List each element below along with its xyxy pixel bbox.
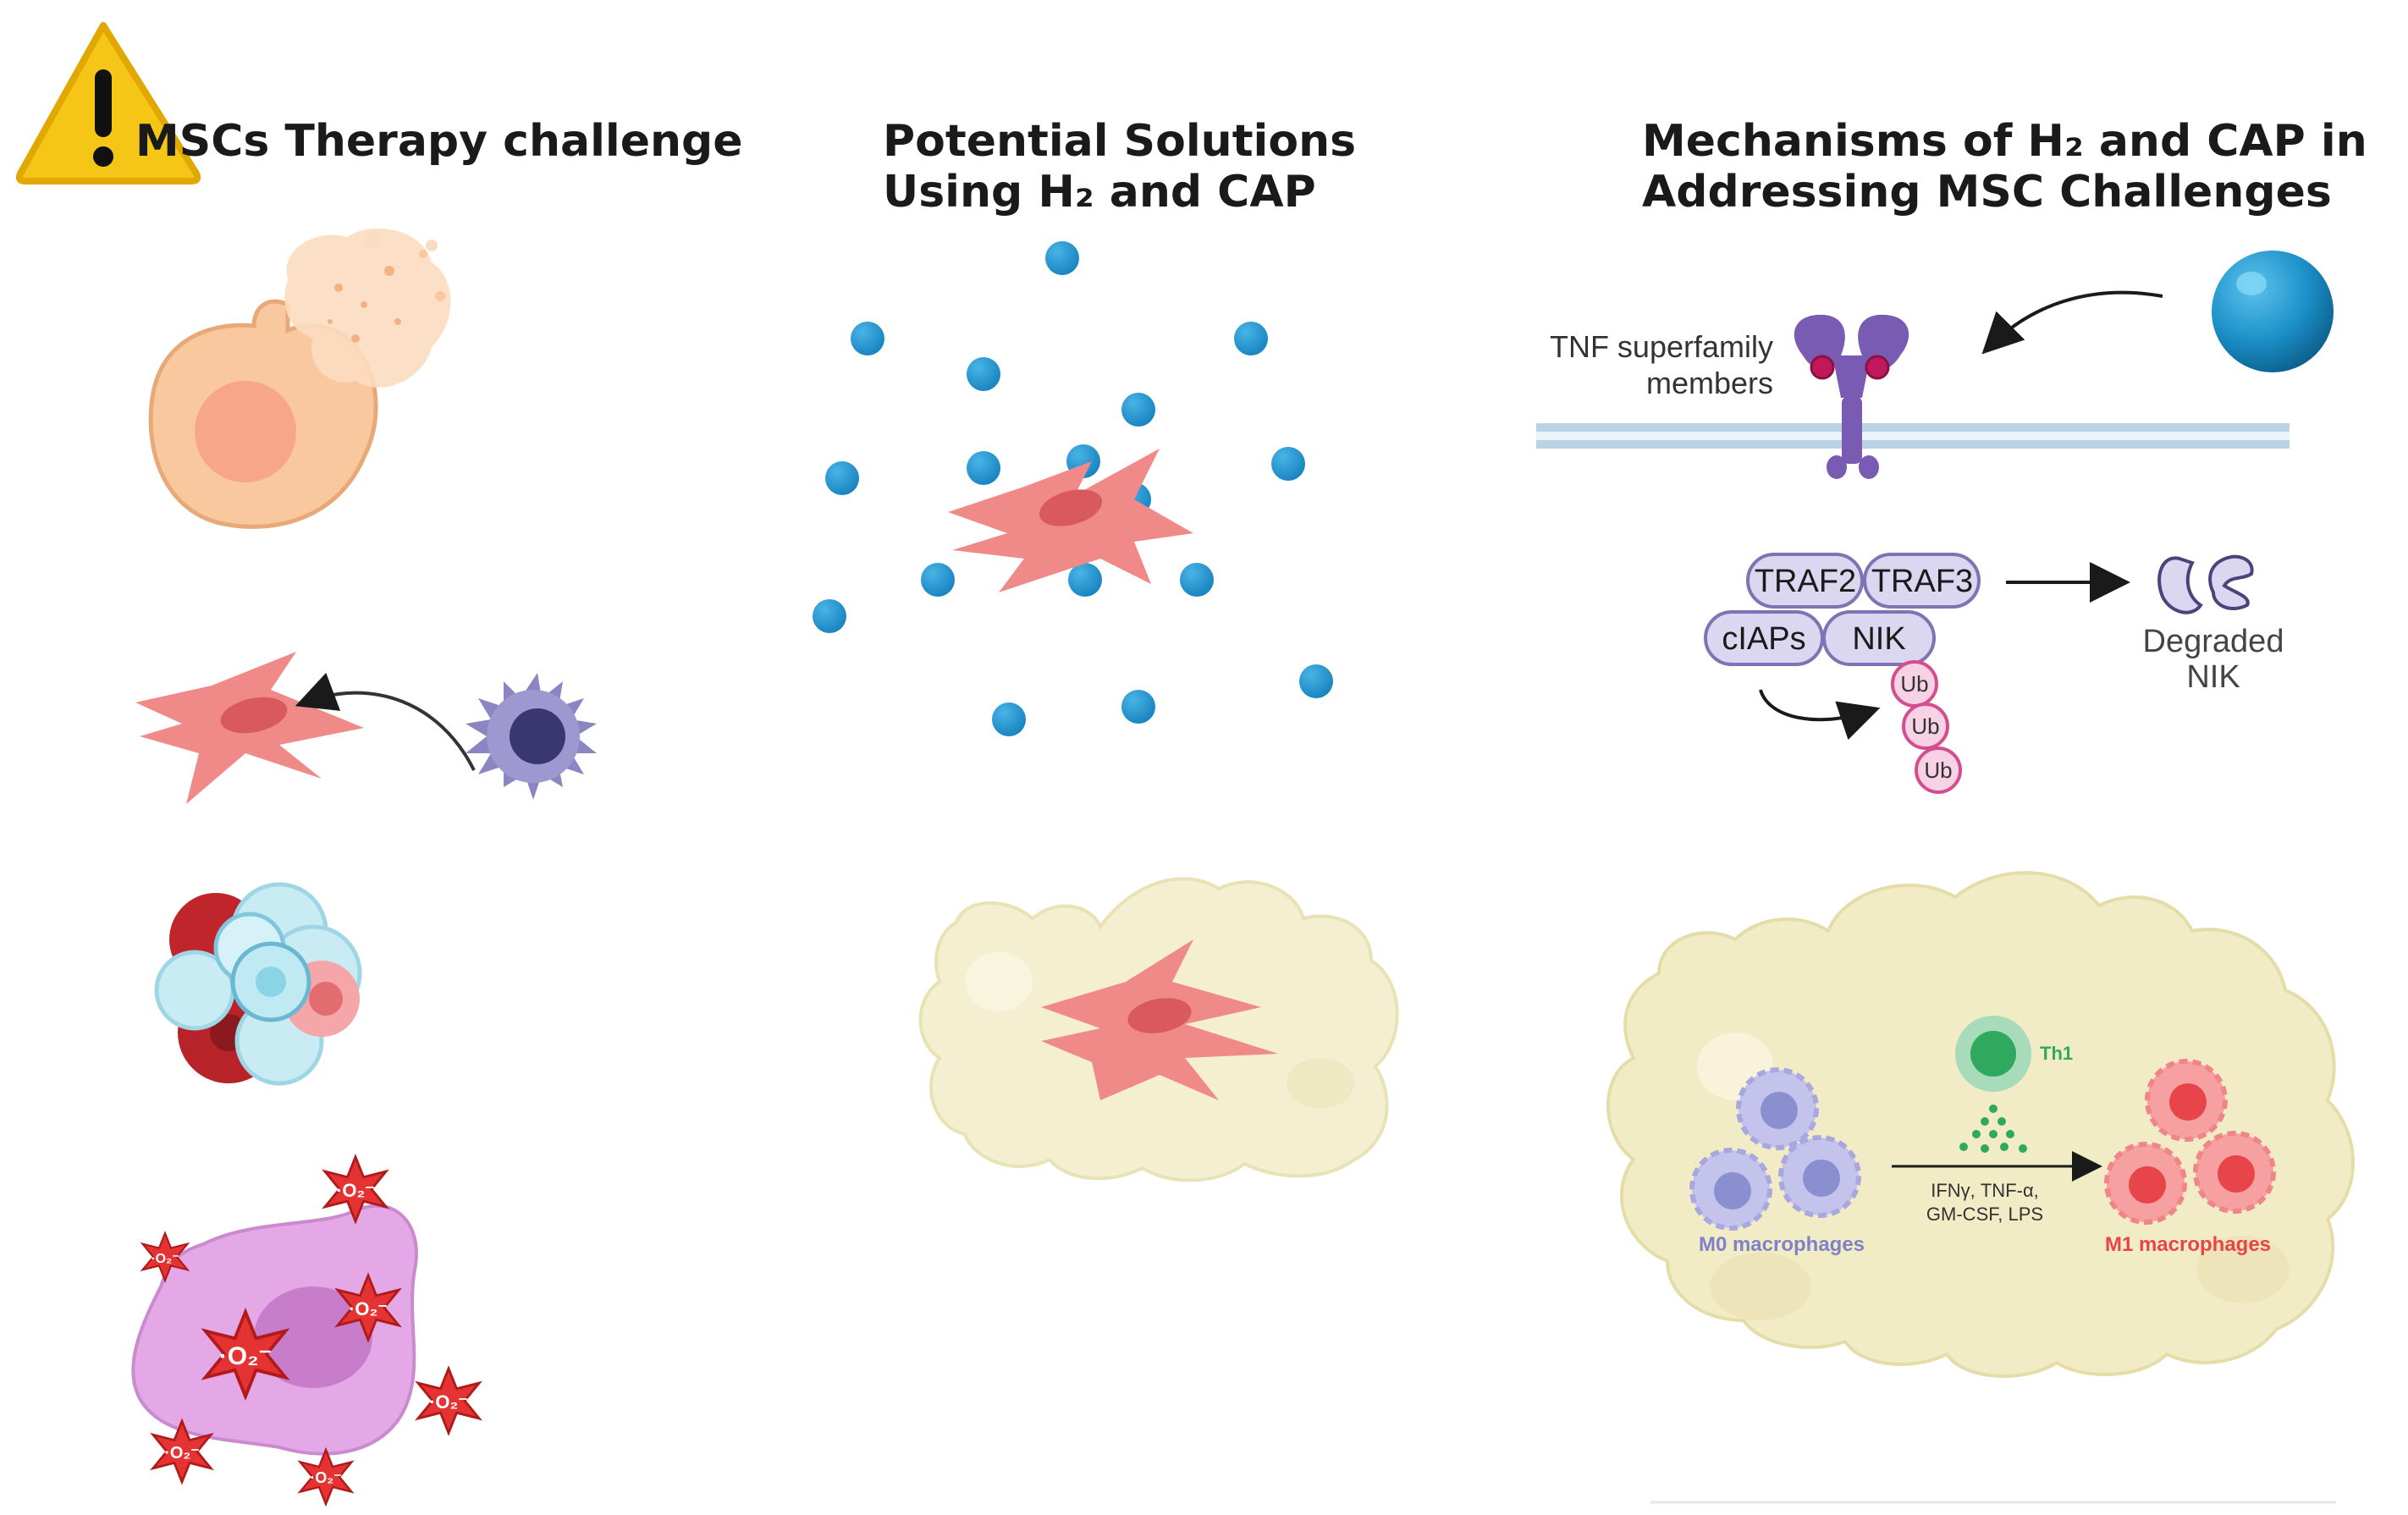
solutions-title-line2: Using H₂ and CAP	[883, 167, 1316, 218]
cytokine-label: IFNγ, TNF-α, GM-CSF, LPS	[1926, 1180, 2043, 1225]
receptor-icon	[1794, 314, 1909, 479]
superoxide-label: ·O₂⁻	[310, 1469, 342, 1486]
ubiquitination-arrow	[1759, 689, 1881, 741]
degraded-nik-label: Degraded NIK	[2143, 624, 2284, 695]
traf-complex: TRAF2 TRAF3 cIAPs NIK	[1704, 553, 1981, 666]
challenge-title-text: MSCs Therapy challenge	[135, 116, 743, 167]
tnf-label-line2: members	[1646, 366, 1773, 400]
superoxide-label: ·O₂⁻	[349, 1298, 388, 1319]
th1-label: Th1	[2040, 1043, 2073, 1064]
m1-macrophage-icon	[2104, 1059, 2276, 1225]
apoptotic-cell-icon	[148, 229, 451, 529]
cell-membrane	[1536, 423, 2290, 449]
ros-labels: ·O₂⁻ ·O₂⁻ ·O₂⁻ ·O₂⁻ ·O₂⁻ ·O₂⁻ ·O₂⁻	[151, 1180, 468, 1486]
degraded-label-line2: NIK	[2186, 659, 2240, 695]
superoxide-label: ·O₂⁻	[164, 1444, 200, 1463]
superoxide-label: ·O₂⁻	[429, 1391, 468, 1413]
m0-label: M0 macrophages	[1699, 1233, 1865, 1256]
challenge-column-title: MSCs Therapy challenge	[135, 116, 743, 167]
degraded-label-line1: Degraded	[2143, 624, 2284, 659]
immune-cell-icon	[466, 673, 597, 800]
tnf-label-line1: TNF superfamily	[1550, 329, 1773, 364]
tnf-label: TNF superfamily members	[1550, 329, 1773, 400]
ub-label: Ub	[1924, 758, 1952, 783]
nik-label: NIK	[1852, 621, 1905, 657]
ub-label: Ub	[1911, 713, 1939, 739]
msc-cell	[1041, 939, 1278, 1100]
warning-icon	[15, 22, 201, 185]
cell-cluster-icon	[154, 882, 362, 1086]
ub-label: Ub	[1900, 671, 1928, 697]
mechanisms-title-line2: Addressing MSC Challenges	[1642, 167, 2332, 218]
msc-cell	[135, 652, 364, 804]
solutions-column-title: Potential Solutions Using H₂ and CAP	[883, 116, 1356, 218]
ubiquitin-chain: Ub Ub Ub	[1891, 660, 1962, 794]
cytokine-label-line2: GM-CSF, LPS	[1926, 1204, 2043, 1225]
ros-star-icon	[140, 1154, 482, 1507]
superoxide-label: ·O₂⁻	[219, 1342, 273, 1370]
cap-arrow	[1981, 290, 2163, 355]
traf3-label: TRAF3	[1871, 564, 1973, 599]
degraded-nik-icon	[2157, 554, 2254, 614]
m0-macrophage-icon	[1689, 1067, 1861, 1231]
mechanisms-column-title: Mechanisms of H₂ and CAP in Addressing M…	[1642, 116, 2367, 218]
msc-cell	[948, 449, 1193, 592]
attack-arrow	[295, 672, 476, 771]
superoxide-label: ·O₂⁻	[336, 1180, 375, 1201]
m1-label: M1 macrophages	[2105, 1233, 2271, 1256]
traf2-label: TRAF2	[1755, 564, 1856, 599]
solutions-title-line1: Potential Solutions	[883, 116, 1357, 167]
mechanisms-title-line1: Mechanisms of H₂ and CAP in	[1642, 116, 2367, 167]
superoxide-label: ·O₂⁻	[151, 1252, 179, 1266]
ros-stressed-cell	[131, 1204, 418, 1456]
th1-cell-icon	[1955, 1016, 2031, 1092]
cytokine-label-line1: IFNγ, TNF-α,	[1931, 1180, 2039, 1201]
cap-sphere-icon	[2212, 251, 2334, 372]
tissue-blob	[1606, 871, 2355, 1378]
ciaps-label: cIAPs	[1722, 621, 1805, 657]
cytokine-dots	[1959, 1105, 2027, 1153]
